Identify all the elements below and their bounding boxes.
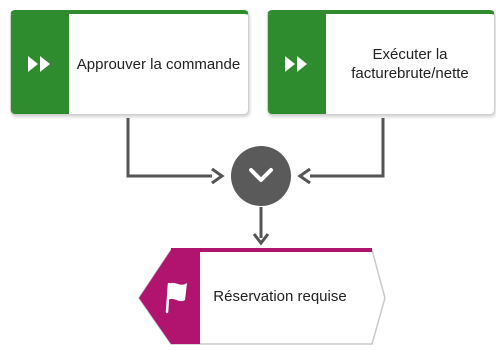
fast-forward-icon xyxy=(285,56,307,72)
event-label: Réservation requise xyxy=(213,287,347,305)
xor-connector[interactable] xyxy=(231,146,291,206)
edge-task2-to-connector xyxy=(297,118,385,185)
function-approuver-la-commande[interactable]: Approuver la commande xyxy=(10,10,249,115)
function-executer-la-facture[interactable]: Exécuter la facturebrute/nette xyxy=(267,10,495,115)
edge-task1-to-connector xyxy=(126,118,225,185)
edge-connector-to-event xyxy=(252,207,270,246)
event-reservation-requise[interactable] xyxy=(137,248,387,348)
function-type-strip xyxy=(11,14,69,114)
chevron-down-icon xyxy=(249,168,273,182)
function-label: Exécuter la facturebrute/nette xyxy=(351,46,469,82)
fast-forward-icon xyxy=(28,56,50,72)
function-label: Approuver la commande xyxy=(76,55,241,73)
function-type-strip xyxy=(268,14,326,114)
flag-icon xyxy=(165,282,187,314)
